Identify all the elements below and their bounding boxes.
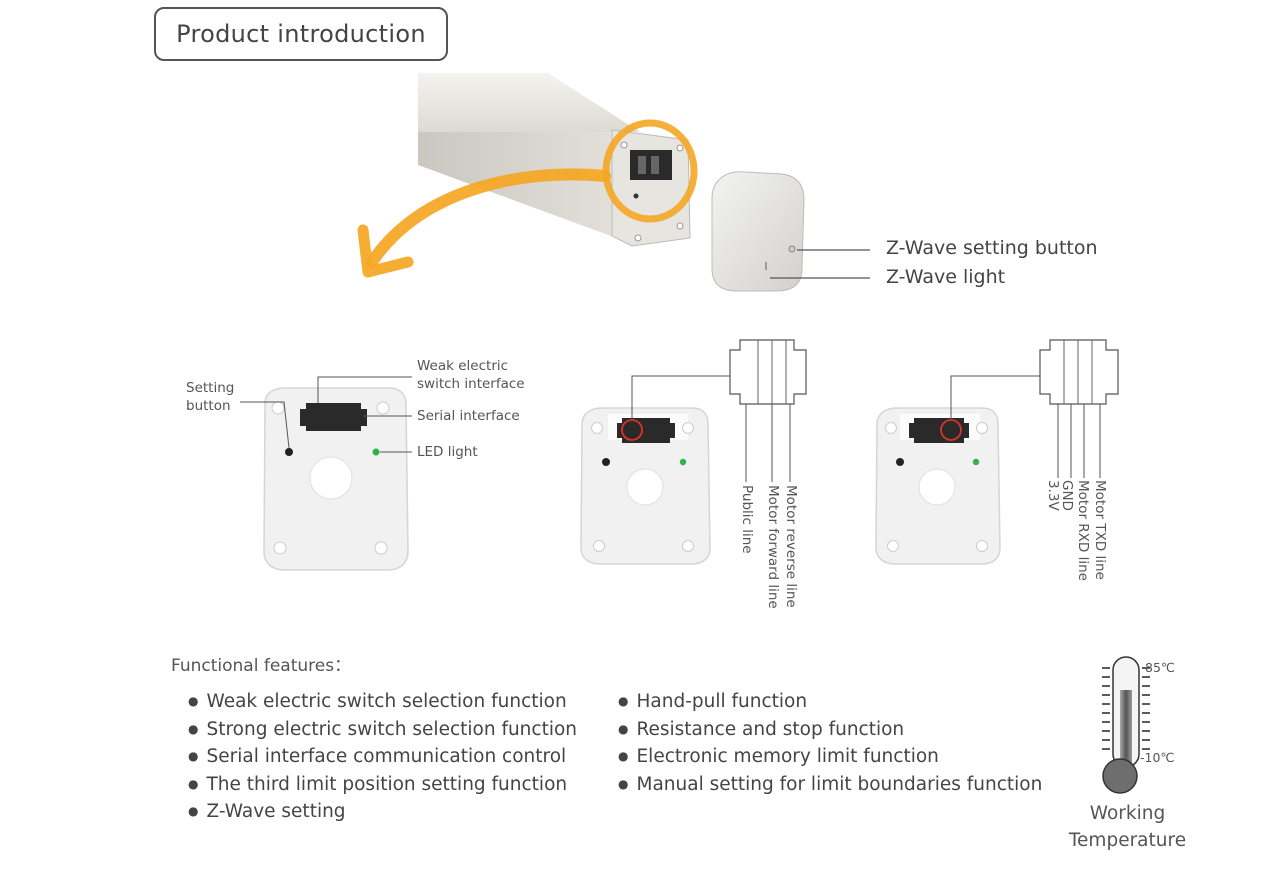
wire-label-txd: Motor TXD line [1092, 480, 1108, 580]
features-list-left: Weak electric switch selection function … [188, 688, 577, 826]
setting-button-label: Setting button [186, 380, 235, 414]
feature-item: Z-Wave setting [188, 798, 577, 826]
feature-item: Manual setting for limit boundaries func… [618, 771, 1042, 799]
z-wave-setting-button-label: Z-Wave setting button [886, 237, 1098, 259]
orange-arrow [357, 168, 611, 278]
z-wave-light-label: Z-Wave light [886, 266, 1006, 288]
working-temperature-label: Working Temperature [1060, 800, 1195, 854]
led-light-label: LED light [417, 444, 478, 460]
feature-item: Strong electric switch selection functio… [188, 716, 577, 744]
working-label-line1: Working [1089, 803, 1166, 824]
motor-tube [418, 73, 698, 247]
end-cap [711, 171, 805, 292]
feature-item: Weak electric switch selection function [188, 688, 577, 716]
module-2-leader [631, 375, 732, 420]
module-3-board [875, 407, 1001, 565]
wire-label-gnd: GND [1059, 480, 1075, 511]
feature-item: Electronic memory limit function [618, 743, 1042, 771]
features-list-right: Hand-pull function Resistance and stop f… [618, 688, 1042, 798]
module-2-connector [729, 339, 807, 482]
feature-item: Serial interface communication control [188, 743, 577, 771]
wire-label-forward: Motor forward line [765, 485, 781, 609]
weak-electric-interface-label: Weak electric switch interface [417, 358, 525, 392]
module-1-board [263, 387, 409, 571]
setting-button-leader-1 [240, 401, 290, 449]
wire-label-reverse: Motor reverse line [783, 485, 799, 608]
module-3-leader [950, 375, 1044, 420]
serial-interface-label: Serial interface [417, 408, 520, 424]
temp-max-label: 85℃ [1145, 660, 1175, 675]
wire-label-rxd: Motor RXD line [1075, 480, 1091, 581]
features-title: Functional features： [171, 656, 352, 676]
feature-item: Resistance and stop function [618, 716, 1042, 744]
module-3-connector [1039, 339, 1119, 478]
page-title: Product introduction [154, 7, 448, 61]
temp-min-label: -10℃ [1140, 750, 1175, 765]
module-2-board [580, 407, 711, 565]
working-label-line2: Temperature [1068, 830, 1187, 851]
thermometer-icon [1102, 656, 1150, 794]
wire-label-public: Public line [739, 485, 755, 554]
feature-item: The third limit position setting functio… [188, 771, 577, 799]
feature-item: Hand-pull function [618, 688, 1042, 716]
weak-electric-leader [317, 376, 412, 403]
